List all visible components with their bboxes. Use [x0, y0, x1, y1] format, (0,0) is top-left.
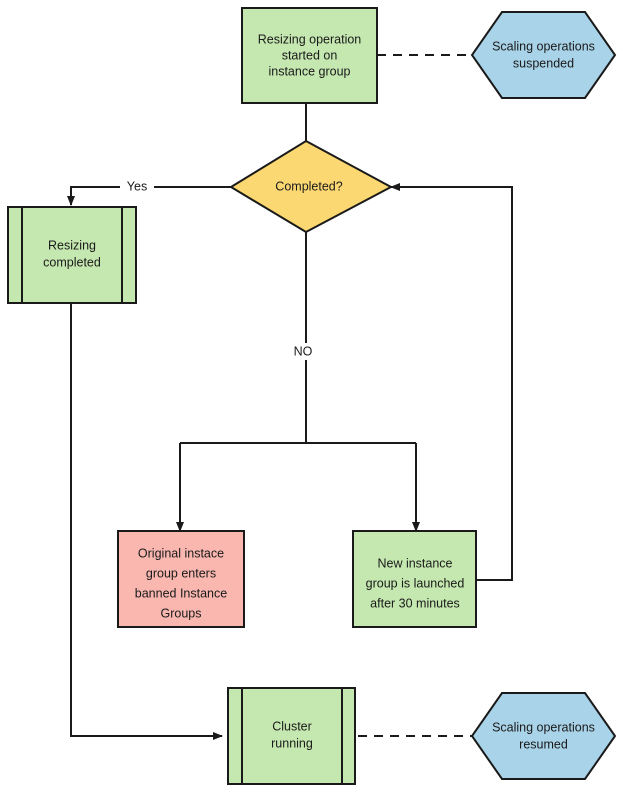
node-completed-decision[interactable]: Completed?: [229, 139, 394, 234]
scaling-suspended-line-2: suspended: [513, 56, 574, 70]
resizing-completed-box[interactable]: [7, 206, 137, 304]
original-group-banned-line-4: Groups: [161, 606, 202, 620]
resizing-completed-line-1: Resizing: [48, 238, 96, 252]
resizing-started-box[interactable]: [241, 7, 378, 104]
scaling-resumed-line-1: Scaling operations: [492, 720, 595, 734]
node-new-group-launched[interactable]: New instance group is launched after 30 …: [352, 530, 477, 628]
resizing-started-line-3: instance group: [268, 64, 350, 78]
completed-decision-label: Completed?: [275, 179, 342, 193]
node-resizing-started[interactable]: Resizing operation started on instance g…: [241, 7, 378, 104]
cluster-running-line-2: running: [271, 736, 313, 750]
resizing-completed-line-2: completed: [43, 255, 101, 269]
new-group-launched-line-2: group is launched: [366, 576, 465, 590]
scaling-resumed-hexagon[interactable]: [470, 692, 617, 780]
edge-label-no: NO: [289, 343, 317, 360]
original-group-banned-line-3: banned Instance: [135, 586, 227, 600]
edge-new-group-to-decision: [390, 183, 513, 581]
scaling-resumed-line-2: resumed: [519, 737, 568, 751]
node-scaling-suspended[interactable]: Scaling operations suspended: [470, 11, 617, 99]
original-group-banned-line-2: group enters: [146, 566, 216, 580]
node-original-group-banned[interactable]: Original instace group enters banned Ins…: [117, 530, 245, 628]
completed-decision-diamond[interactable]: [229, 139, 394, 234]
resizing-started-line-1: Resizing operation: [258, 32, 362, 46]
node-resizing-completed[interactable]: Resizing completed: [7, 206, 137, 304]
edge-decision-yes-to-resizing-completed: [67, 186, 231, 206]
original-group-banned-line-1: Original instace: [138, 546, 224, 560]
edge-label-no-backdrop: [289, 343, 317, 360]
new-group-launched-box[interactable]: [352, 530, 477, 628]
edge-label-yes-text: Yes: [127, 179, 147, 193]
new-group-launched-line-1: New instance: [377, 556, 452, 570]
original-group-banned-box[interactable]: [117, 530, 245, 628]
edge-label-yes-backdrop: [120, 178, 154, 195]
edge-label-no-text: NO: [294, 344, 313, 358]
scaling-suspended-line-1: Scaling operations: [492, 39, 595, 53]
scaling-suspended-hexagon[interactable]: [470, 11, 617, 99]
node-scaling-resumed[interactable]: Scaling operations resumed: [470, 692, 617, 780]
node-cluster-running[interactable]: Cluster running: [227, 687, 356, 785]
resizing-started-line-2: started on: [282, 48, 338, 62]
new-group-launched-line-3: after 30 minutes: [370, 596, 460, 610]
edge-resizing-completed-to-cluster: [70, 303, 223, 740]
cluster-running-box[interactable]: [227, 687, 356, 785]
cluster-running-line-1: Cluster: [272, 719, 312, 733]
edge-label-yes: Yes: [120, 178, 154, 195]
